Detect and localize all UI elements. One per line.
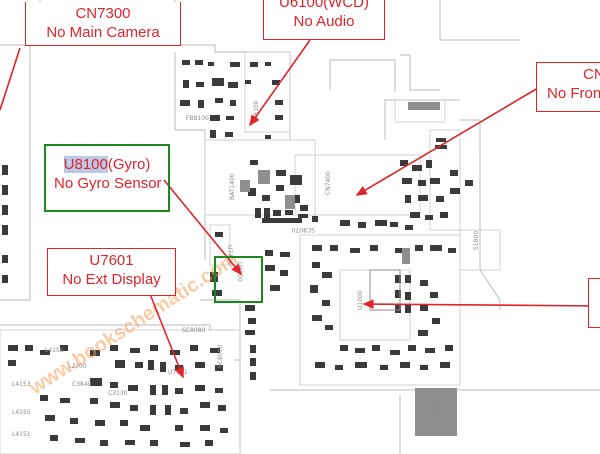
label-l4153: L4153 [12, 381, 31, 388]
highlight-box-u8100-callout [44, 144, 170, 212]
callout-cn-front: CN No Fron [536, 62, 600, 112]
label-sa600: SA600 [433, 395, 440, 415]
callout-right-partial [588, 278, 600, 328]
label-u6100-chip: U6100 [253, 100, 260, 120]
callout-cn7300-ref: CN7300 [75, 5, 131, 22]
arrow-cn7300 [0, 47, 21, 111]
grey-pads [240, 102, 457, 436]
callout-cn7300-text: No Main Camera [46, 24, 160, 41]
label-l4156: L4156 [45, 347, 64, 354]
label-u7401: U7401 [226, 245, 233, 265]
label-sc8080: SC8080 [182, 327, 205, 334]
callout-u8100-text: No Gyro Sensor [54, 175, 162, 192]
callout-u7601-ref: U7601 [89, 252, 134, 269]
callout-u8100-ref-suffix: (Gyro) [107, 156, 151, 173]
label-cn7400: CN7400 [325, 171, 332, 195]
arrow-u6100 [249, 39, 311, 127]
label-bat: BAT1400 [229, 173, 236, 200]
label-sc8070: SC8070 [292, 226, 315, 233]
label-s1800: S1800 [473, 231, 480, 250]
arrow-u7601 [149, 293, 184, 379]
label-l2300: L2300 [68, 363, 87, 370]
callout-u7601: U7601 No Ext Display [47, 248, 176, 296]
callout-cn7300: CN7300 No Main Camera [25, 2, 181, 46]
callout-cn-front-ref: CN [583, 66, 600, 83]
label-l4155: L4155 [12, 409, 31, 416]
label-l4151: L4151 [12, 431, 31, 438]
callout-u7601-text: No Ext Display [62, 271, 161, 288]
highlight-box-u8100-chip [214, 256, 263, 303]
callout-u8100-ref: U8100 [63, 156, 108, 173]
callout-u8100-ref-line: U8100(Gyro) [54, 155, 160, 174]
arrow-cn-front [355, 87, 539, 196]
callout-u6100: U6100(WCD) No Audio [263, 0, 385, 40]
arrow-right [362, 299, 600, 309]
callout-u6100-ref: U6100(WCD) [278, 0, 369, 11]
callout-u8100: U8100(Gyro) No Gyro Sensor [48, 147, 166, 205]
label-c3130: C3130 [108, 390, 128, 397]
label-fb8100: FB8100 [186, 115, 209, 122]
arrow-u8100 [163, 179, 243, 276]
callout-cn-front-text: No Fron [547, 85, 600, 102]
callout-u6100-text: No Audio [293, 13, 355, 30]
label-c3840: C3840 [72, 381, 92, 388]
label-u1000: U1000 [357, 290, 364, 310]
label-sc8090: SC8090 [217, 345, 224, 368]
